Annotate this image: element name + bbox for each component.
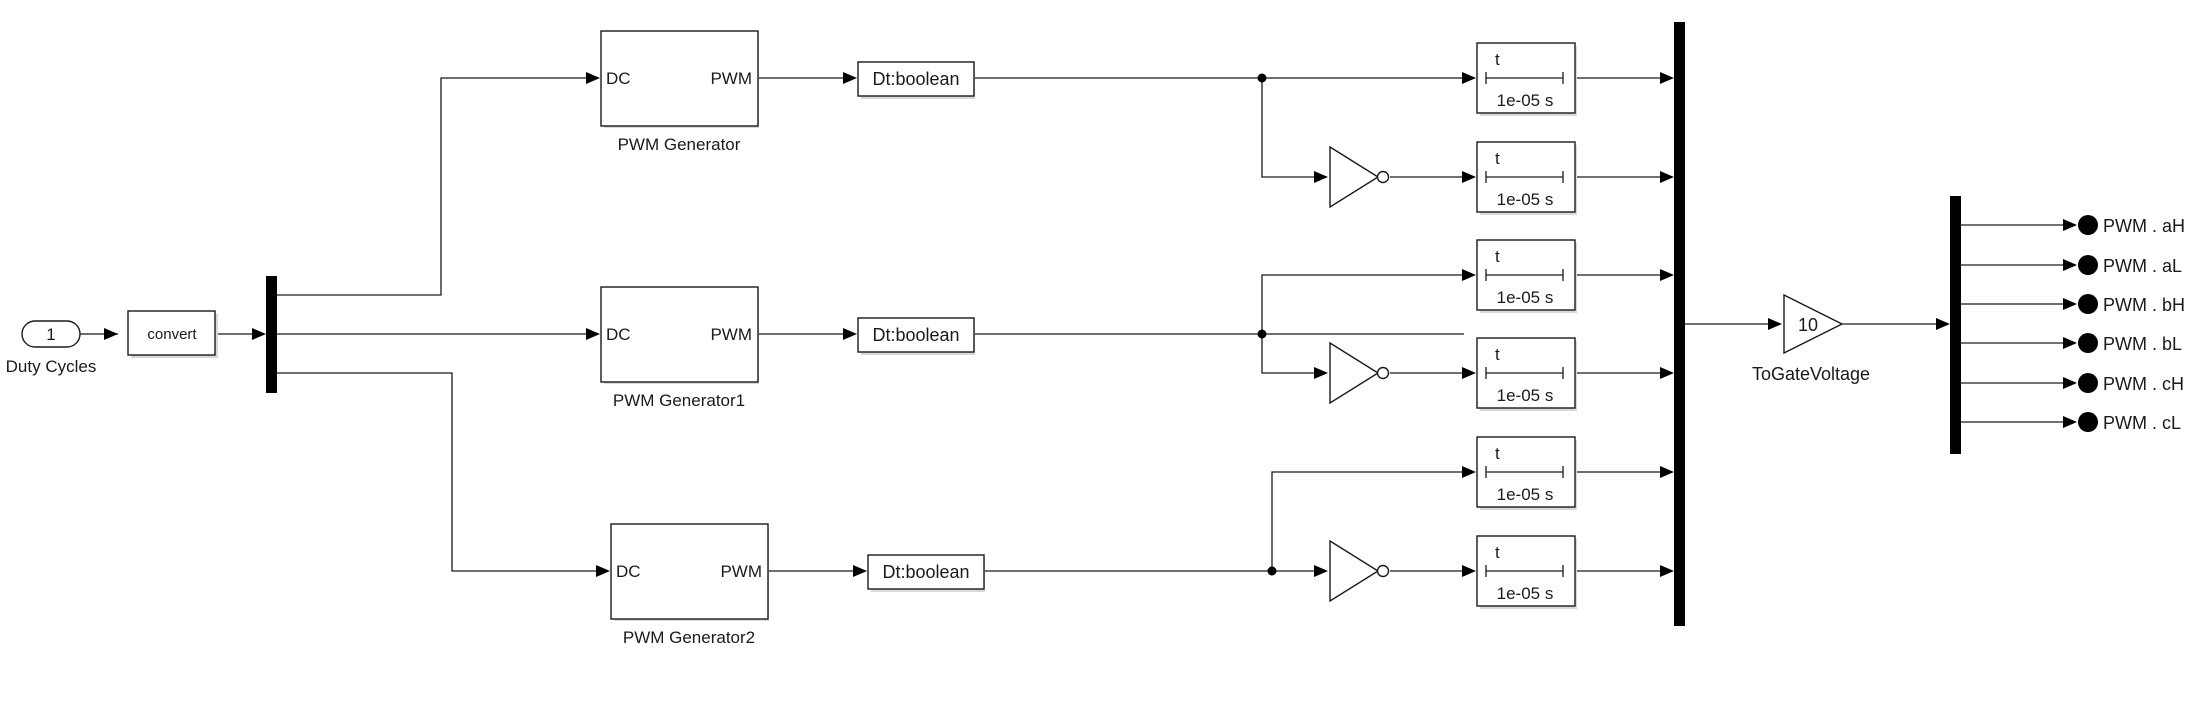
dtc-label: Dt:boolean	[882, 562, 969, 582]
gain-value: 10	[1798, 315, 1818, 335]
convert-label: convert	[147, 326, 197, 343]
delay-top-label: t	[1495, 50, 1500, 69]
output-tag-label: PWM . aH	[2103, 216, 2185, 236]
pwm-generator-in-port: DC	[616, 562, 641, 581]
pwm-generator-block-1[interactable]: DC PWM PWM Generator1	[600, 286, 759, 410]
delay-top-label: t	[1495, 247, 1500, 266]
not-gate-0[interactable]	[1329, 145, 1390, 209]
delay-block-3[interactable]: t 1e-05 s	[1476, 337, 1577, 411]
dtc-block-0[interactable]: Dt:boolean	[857, 61, 975, 99]
pwm-generator-out-port: PWM	[720, 562, 762, 581]
delay-top-label: t	[1495, 543, 1500, 562]
delay-time-label: 1e-05 s	[1497, 584, 1554, 603]
pwm-generator-block-0[interactable]: DC PWM PWM Generator	[600, 30, 759, 154]
delay-time-label: 1e-05 s	[1497, 190, 1554, 209]
demux-bar[interactable]	[266, 276, 277, 393]
output-tag-label: PWM . bL	[2103, 334, 2182, 354]
output-tag-2[interactable]: PWM . bH	[2078, 294, 2185, 315]
output-tag-4[interactable]: PWM . cH	[2078, 373, 2184, 394]
delay-top-label: t	[1495, 444, 1500, 463]
output-tag-5[interactable]: PWM . cL	[2078, 412, 2181, 433]
mux-bar[interactable]	[1674, 22, 1685, 626]
dtc-label: Dt:boolean	[872, 69, 959, 89]
pwm-generator-in-port: DC	[606, 69, 631, 88]
pwm-generator-out-port: PWM	[710, 69, 752, 88]
inport-duty-cycles[interactable]: 1 Duty Cycles	[6, 320, 97, 376]
demux2-bar[interactable]	[1950, 196, 1961, 454]
delay-time-label: 1e-05 s	[1497, 288, 1554, 307]
pwm-generator-name: PWM Generator2	[623, 628, 755, 647]
dtc-block-2[interactable]: Dt:boolean	[867, 554, 985, 592]
not-gate-1[interactable]	[1329, 341, 1390, 405]
dtc-block-1[interactable]: Dt:boolean	[857, 317, 975, 355]
delay-time-label: 1e-05 s	[1497, 91, 1554, 110]
not-gate-2[interactable]	[1329, 539, 1390, 603]
pwm-generator-block-2[interactable]: DC PWM PWM Generator2	[610, 523, 769, 647]
delay-block-1[interactable]: t 1e-05 s	[1476, 141, 1577, 215]
gain-label: ToGateVoltage	[1752, 364, 1870, 384]
delay-block-4[interactable]: t 1e-05 s	[1476, 436, 1577, 510]
output-tag-1[interactable]: PWM . aL	[2078, 255, 2182, 276]
delay-block-0[interactable]: t 1e-05 s	[1476, 42, 1577, 116]
output-tag-label: PWM . cH	[2103, 374, 2184, 394]
output-tag-3[interactable]: PWM . bL	[2078, 333, 2182, 354]
delay-time-label: 1e-05 s	[1497, 386, 1554, 405]
dtc-label: Dt:boolean	[872, 325, 959, 345]
delay-block-5[interactable]: t 1e-05 s	[1476, 535, 1577, 609]
pwm-generator-name: PWM Generator	[618, 135, 741, 154]
pwm-generator-name: PWM Generator1	[613, 391, 745, 410]
wire-arrowheads	[104, 72, 2077, 577]
gain-block[interactable]: 10 ToGateVoltage	[1752, 293, 1870, 384]
delay-top-label: t	[1495, 345, 1500, 364]
pwm-generator-out-port: PWM	[710, 325, 752, 344]
pwm-generator-in-port: DC	[606, 325, 631, 344]
output-tag-label: PWM . aL	[2103, 256, 2182, 276]
delay-time-label: 1e-05 s	[1497, 485, 1554, 504]
output-tag-0[interactable]: PWM . aH	[2078, 215, 2185, 236]
output-tag-label: PWM . bH	[2103, 295, 2185, 315]
convert-block[interactable]: convert	[127, 310, 218, 358]
branch-points	[1257, 73, 1277, 576]
inport-number: 1	[46, 325, 55, 344]
signal-wires	[80, 77, 2064, 572]
output-tag-label: PWM . cL	[2103, 413, 2181, 433]
inport-label: Duty Cycles	[6, 357, 97, 376]
delay-top-label: t	[1495, 149, 1500, 168]
delay-block-2[interactable]: t 1e-05 s	[1476, 239, 1577, 313]
